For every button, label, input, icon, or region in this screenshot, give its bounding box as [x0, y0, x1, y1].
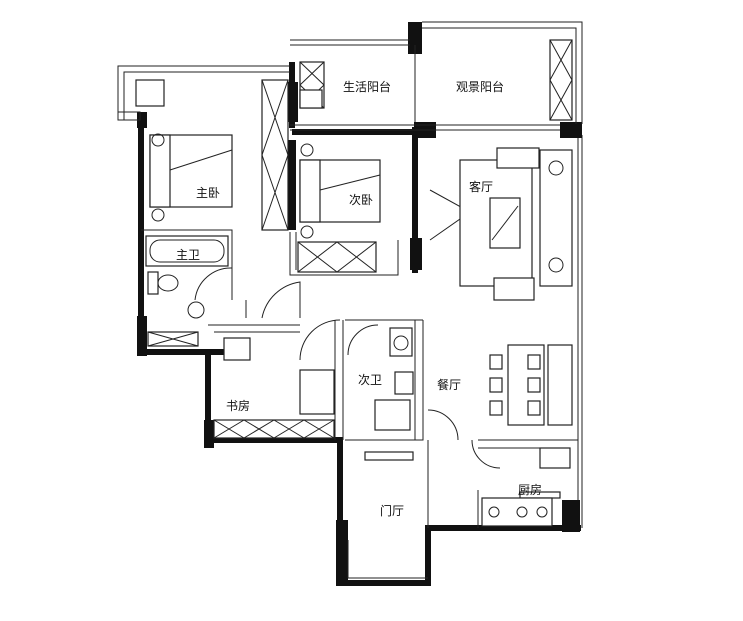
interior-walls — [117, 21, 583, 579]
living-room-furniture — [459, 147, 573, 301]
label-second-bedroom: 次卧 — [349, 193, 373, 207]
label-second-bath: 次卫 — [358, 373, 382, 387]
room-labels: 生活阳台 观景阳台 主卧 次卧 客厅 主卫 次卫 餐厅 书房 厨房 门厅 — [176, 79, 542, 518]
label-dining-room: 餐厅 — [437, 377, 461, 392]
label-study: 书房 — [226, 398, 250, 413]
doors — [194, 189, 501, 469]
windows — [347, 451, 414, 578]
columns — [137, 22, 582, 586]
label-kitchen: 厨房 — [518, 482, 542, 497]
label-master-bath: 主卫 — [176, 248, 200, 262]
label-view-balcony: 观景阳台 — [456, 79, 504, 94]
second-bedroom-furniture — [299, 89, 381, 239]
other-furniture — [223, 327, 571, 527]
master-bedroom-furniture — [135, 79, 233, 319]
label-master-bedroom: 主卧 — [196, 186, 220, 200]
label-entry-hall: 门厅 — [380, 503, 404, 518]
label-living-balcony: 生活阳台 — [343, 79, 391, 94]
label-living-room: 客厅 — [469, 179, 493, 194]
dining-furniture — [489, 344, 573, 426]
